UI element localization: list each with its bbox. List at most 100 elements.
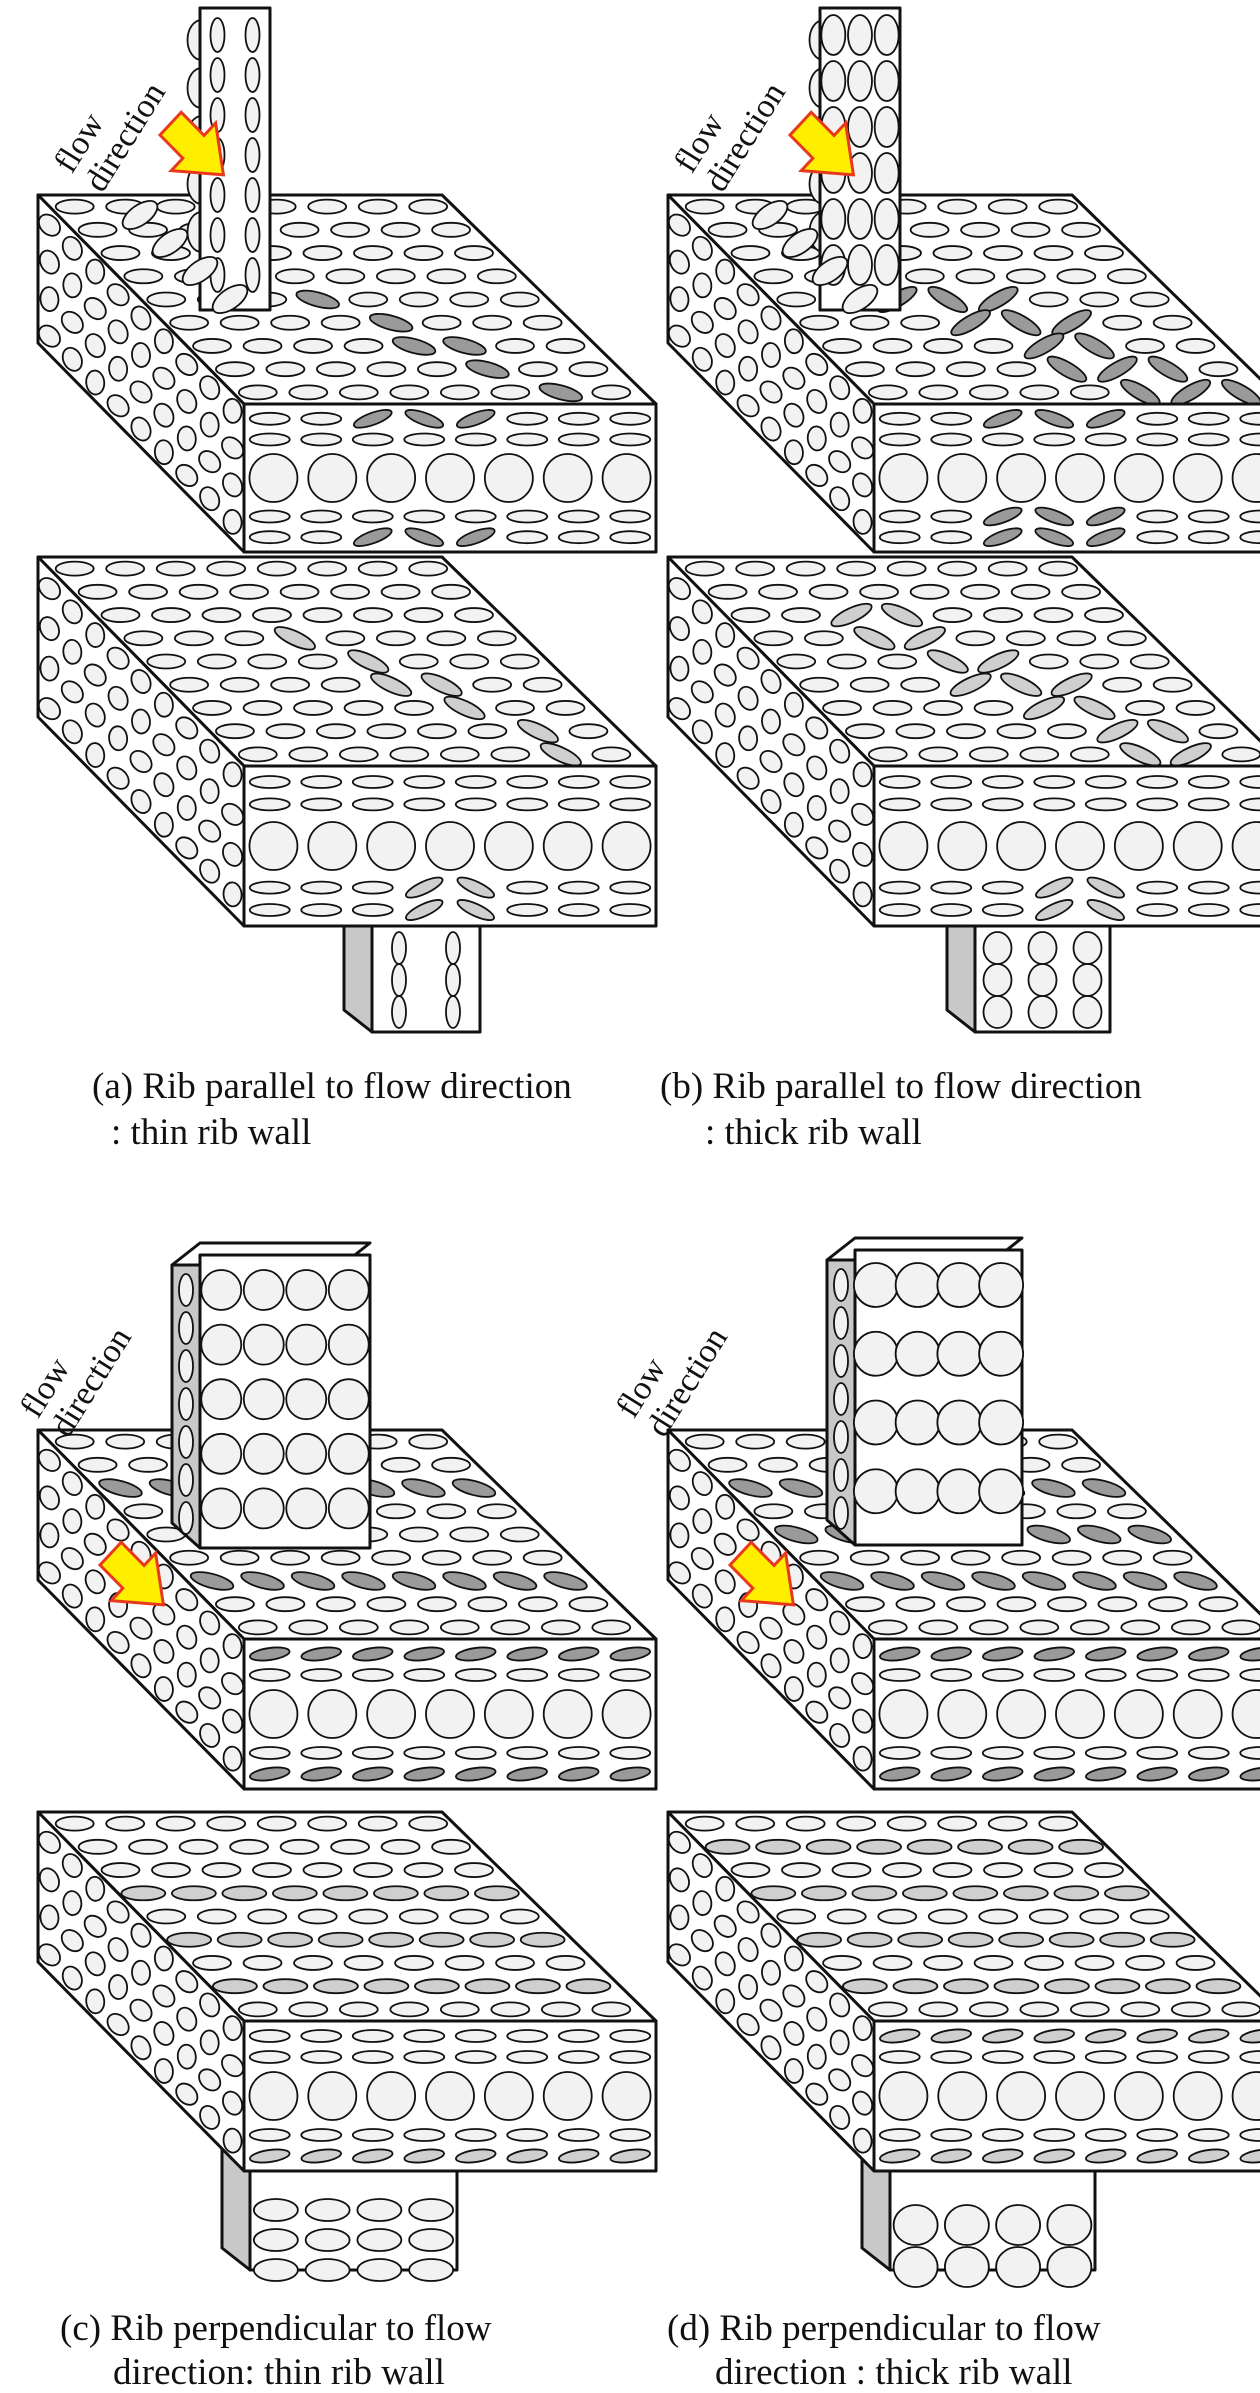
fiber xyxy=(540,1619,581,1636)
fiber xyxy=(1033,775,1076,789)
fiber xyxy=(85,742,106,768)
fiber xyxy=(833,1306,849,1340)
fiber xyxy=(800,1885,847,1902)
fiber xyxy=(1000,672,1043,697)
bottom-block xyxy=(666,555,1260,928)
fiber xyxy=(106,1631,130,1655)
fiber xyxy=(982,506,1023,527)
fiber xyxy=(849,1549,890,1566)
fiber xyxy=(736,283,760,307)
fiber xyxy=(1046,2246,1093,2288)
fiber xyxy=(761,1959,781,1986)
fiber xyxy=(267,1931,314,1948)
fiber xyxy=(806,795,827,821)
fiber xyxy=(421,1549,462,1566)
fiber xyxy=(106,766,130,790)
fiber xyxy=(918,2001,959,2018)
fiber xyxy=(1053,1885,1100,1902)
fiber xyxy=(279,221,320,238)
fiber xyxy=(176,2006,198,2032)
fiber xyxy=(196,653,237,670)
fiber xyxy=(476,1503,517,1520)
fiber xyxy=(803,630,844,647)
fiber xyxy=(338,2001,379,2018)
fiber xyxy=(811,256,849,286)
fiber xyxy=(426,630,467,647)
fiber xyxy=(982,931,1013,965)
fiber xyxy=(343,1955,384,1971)
fiber xyxy=(242,1955,283,1971)
rib-front-face xyxy=(370,918,482,1034)
fiber xyxy=(307,821,358,871)
fiber xyxy=(904,268,945,285)
fiber xyxy=(77,221,118,238)
fiber xyxy=(351,880,394,895)
fiber xyxy=(667,1561,691,1585)
fiber xyxy=(84,1569,106,1595)
fiber xyxy=(873,106,900,148)
fiber xyxy=(192,338,232,354)
fiber xyxy=(981,797,1024,812)
fiber xyxy=(242,1432,285,1475)
fiber xyxy=(545,700,586,716)
fiber xyxy=(316,1596,356,1613)
fiber xyxy=(300,775,343,789)
fiber xyxy=(100,245,141,261)
fiber xyxy=(996,453,1047,503)
fiber xyxy=(222,1633,243,1660)
fiber xyxy=(894,1262,941,1308)
fiber xyxy=(1099,1931,1146,1948)
fiber xyxy=(1031,1478,1076,1498)
fiber xyxy=(557,509,600,524)
fiber xyxy=(244,57,261,93)
fiber xyxy=(1097,1596,1138,1613)
fiber xyxy=(735,1433,776,1450)
fiber xyxy=(1034,527,1075,547)
fiber xyxy=(265,361,306,378)
fiber xyxy=(431,1456,471,1473)
fiber xyxy=(1187,880,1230,895)
fiber xyxy=(1026,1524,1071,1545)
fiber xyxy=(445,931,461,965)
fiber xyxy=(229,583,269,600)
fiber xyxy=(1085,506,1126,527)
fiber xyxy=(131,708,151,735)
fiber xyxy=(822,1955,862,1971)
fiber xyxy=(1136,530,1179,545)
fiber xyxy=(946,361,986,378)
fiber xyxy=(852,841,874,867)
fiber xyxy=(1198,723,1239,740)
fiber xyxy=(200,1269,243,1311)
panel-a xyxy=(36,6,658,1034)
fiber xyxy=(1028,653,1069,670)
fiber xyxy=(901,1885,948,1902)
fiber xyxy=(467,723,508,740)
fiber xyxy=(895,361,936,378)
fiber xyxy=(506,903,549,917)
rib-wall xyxy=(808,6,902,312)
fiber xyxy=(895,723,936,740)
fiber xyxy=(37,577,61,601)
fiber xyxy=(380,221,421,238)
fiber xyxy=(215,723,255,740)
fiber xyxy=(542,821,593,871)
fiber xyxy=(248,432,291,447)
fiber xyxy=(248,1746,291,1760)
fiber xyxy=(1170,2001,1211,2018)
fiber xyxy=(398,1908,439,1925)
fiber xyxy=(352,1646,394,1662)
fiber xyxy=(947,1931,994,1948)
fiber xyxy=(684,1433,725,1450)
fiber xyxy=(750,1885,797,1902)
fiber xyxy=(212,1978,258,1995)
fiber xyxy=(1038,560,1079,577)
fiber xyxy=(248,411,291,426)
top-block xyxy=(36,193,658,554)
fiber xyxy=(1136,1766,1178,1782)
fiber xyxy=(368,312,414,333)
fiber xyxy=(178,1273,194,1307)
fiber xyxy=(398,291,439,308)
fiber xyxy=(327,1487,370,1530)
caption-b-line1: (b) Rib parallel to flow direction xyxy=(660,1066,1142,1107)
